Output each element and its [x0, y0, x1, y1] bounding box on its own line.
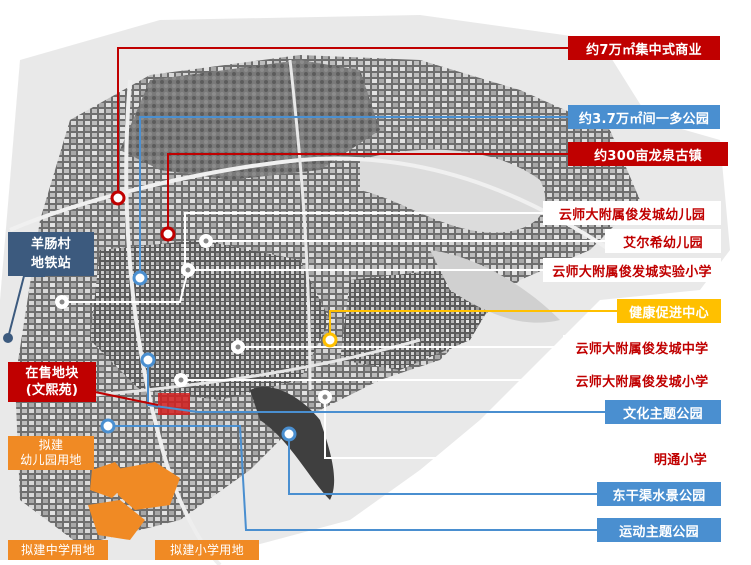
label-commercial: 约7万㎡集中式商业 [568, 36, 720, 60]
label-onsale-line1: 在售地块 [25, 366, 79, 381]
marker-mingtong-school [318, 390, 332, 404]
label-waterscape-park: 东干渠水景公园 [597, 482, 721, 506]
label-mingtong-school: 明通小学 [640, 446, 721, 470]
marker-culture-park [140, 352, 156, 368]
marker-primary-school-2 [174, 373, 188, 387]
marker-sports-park [100, 418, 116, 434]
label-metro-line1: 羊肠村 [31, 237, 71, 252]
onsale-plot [158, 393, 190, 415]
label-planned-kg-line1: 拟建 [38, 438, 64, 452]
label-metro-station: 羊肠村 地铁站 [8, 232, 94, 276]
label-middle-school-1: 云师大附属俊发城中学 [563, 335, 721, 359]
planned-primary-plot [112, 462, 180, 510]
label-planned-kg-line2: 幼儿园用地 [20, 453, 82, 467]
label-planned-kindergarten: 拟建 幼儿园用地 [8, 436, 94, 470]
label-kindergarten-1: 云师大附属俊发城幼儿园 [543, 201, 721, 225]
marker-metro-station [3, 333, 13, 343]
label-health-center: 健康促进中心 [617, 299, 721, 323]
marker-ancient-town [160, 226, 176, 242]
label-onsale-plot: 在售地块 (文熙苑) [8, 362, 96, 402]
label-metro-line2: 地铁站 [31, 256, 71, 271]
marker-park-multi [132, 270, 148, 286]
marker-commercial [110, 190, 126, 206]
planned-middle-plot [88, 500, 145, 540]
marker-kindergarten-2 [199, 234, 213, 248]
label-ancient-town: 约300亩龙泉古镇 [568, 142, 728, 166]
label-onsale-line2: (文熙苑) [25, 383, 79, 398]
marker-kindergarten-1 [55, 295, 69, 309]
marker-primary-school-1 [181, 263, 195, 277]
label-planned-middle-school: 拟建中学用地 [8, 540, 108, 560]
label-park-multi: 约3.7万㎡间一多公园 [568, 105, 720, 129]
marker-health-center [322, 332, 338, 348]
marker-waterscape-park [281, 426, 297, 442]
label-culture-park: 文化主题公园 [605, 400, 721, 424]
label-kindergarten-2: 艾尔希幼儿园 [605, 229, 721, 253]
label-primary-school-2: 云师大附属俊发城小学 [563, 368, 721, 392]
label-primary-school-1: 云师大附属俊发城实验小学 [543, 258, 721, 282]
label-planned-primary-school: 拟建小学用地 [155, 540, 259, 560]
label-sports-park: 运动主题公园 [597, 518, 721, 542]
marker-middle-school-1 [231, 340, 245, 354]
